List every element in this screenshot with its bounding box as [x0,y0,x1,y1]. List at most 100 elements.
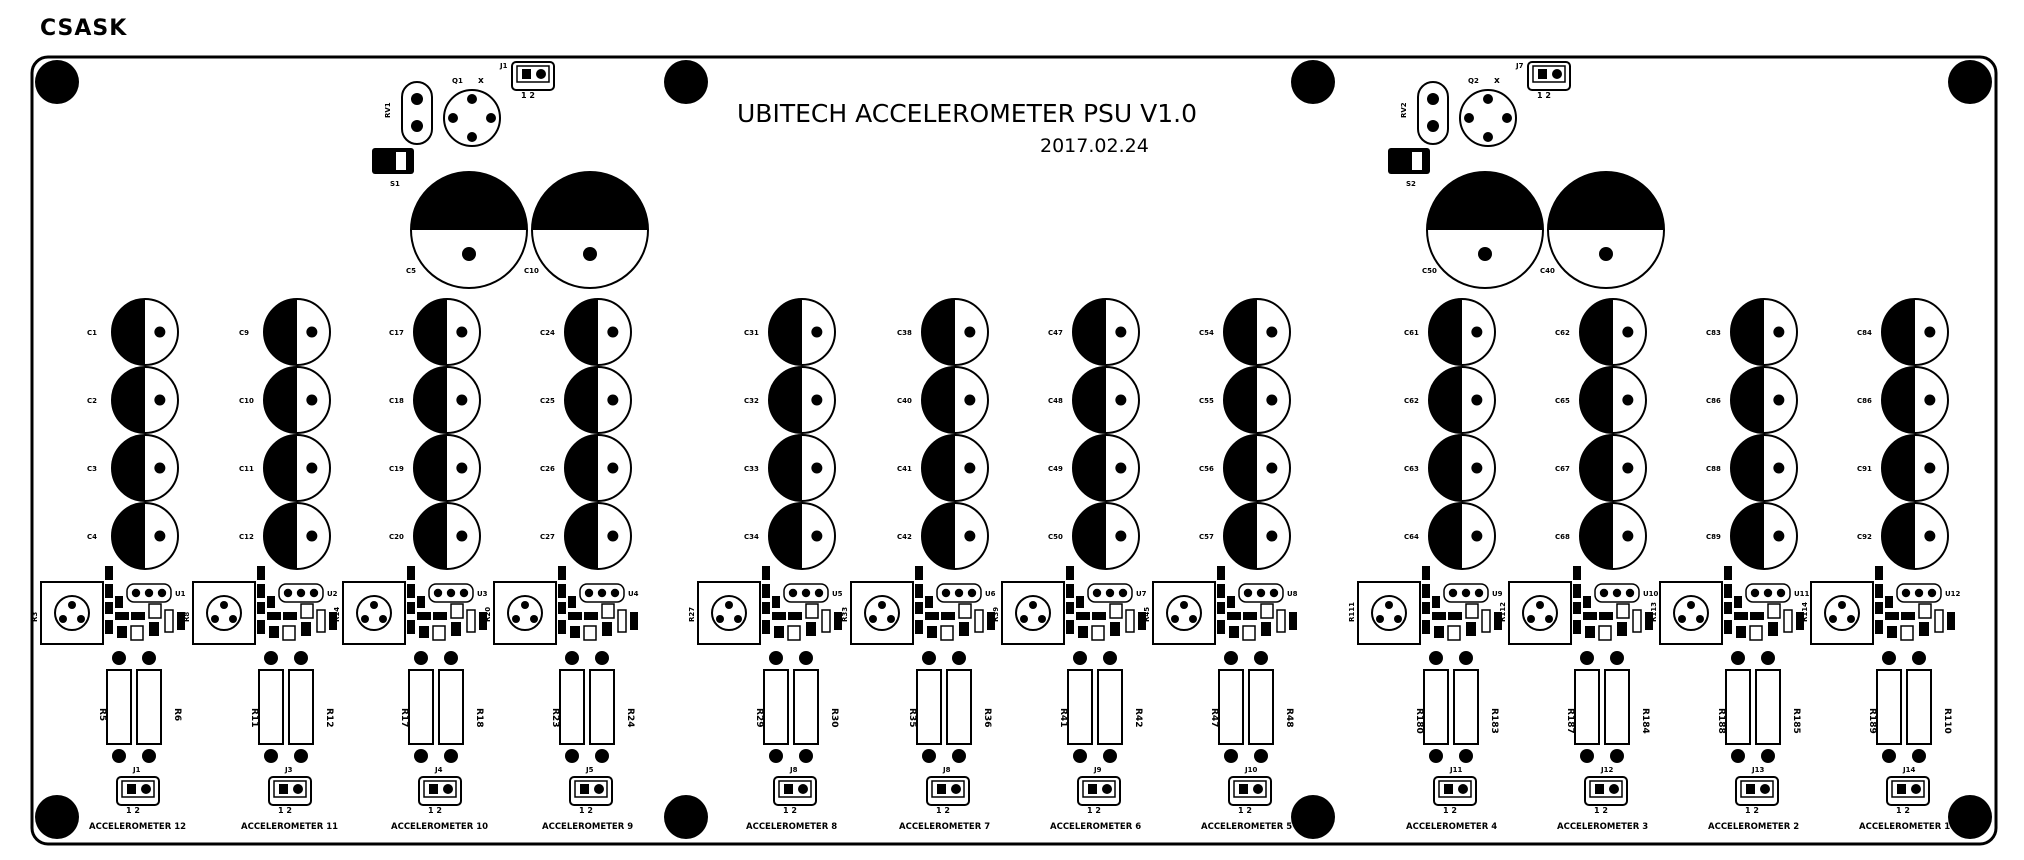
resistor-pad [1459,651,1473,665]
connector-pin [1239,784,1248,794]
regulator-pad [446,588,456,598]
smd-part [762,620,770,634]
capacitor-label: C17 [389,329,404,337]
capacitor-polarity-mark [112,367,145,433]
filter-capacitor [413,298,481,366]
resistor-pad [1882,749,1896,763]
smd-part [602,622,612,636]
capacitor-pad [1924,462,1936,474]
channel-label: ACCELEROMETER 4 [1406,822,1497,832]
filter-capacitor [1223,366,1291,434]
smd-part [583,625,597,641]
capacitor-label: C89 [1706,533,1721,541]
smd-part [1887,626,1897,638]
smd-part [407,620,415,634]
smd-part [407,566,415,580]
capacitor-polarity-mark [1580,299,1613,365]
smd-part [1616,603,1630,619]
connector-header: 1 2 [569,776,613,815]
capacitor-pad [607,530,619,542]
capacitor-pad [1115,530,1127,542]
bulk-capacitor-polarity-mark [1427,172,1543,230]
potentiometer-pad [887,615,895,623]
resistor-body [559,669,585,745]
capacitor-pad [811,326,823,338]
switch-body [1388,148,1430,174]
switch-label: S2 [1406,180,1416,188]
smd-part [617,609,627,633]
connector-label: J5 [585,766,594,774]
resistor-body [589,669,615,745]
smd-part [601,603,615,619]
connector-pin [937,784,946,794]
filter-capacitor [768,366,836,434]
regulator-pad [131,588,141,598]
capacitor-polarity-mark [414,299,447,365]
filter-capacitor [1072,502,1140,570]
filter-capacitor [1072,434,1140,502]
connector-pin-label: 1 2 [1745,806,1759,815]
resistor-body [1248,669,1274,745]
smd-part [105,602,113,614]
resistor-label: R183 [1489,708,1499,734]
smd-part [1583,596,1591,608]
filter-capacitor [1579,502,1647,570]
smd-part [1632,609,1642,633]
capacitor-label: C2 [87,397,97,405]
capacitor-label: C19 [389,465,404,473]
capacitor-pad [811,462,823,474]
smd-part [1242,625,1256,641]
connector-pin [594,784,604,794]
resistor-pad [952,749,966,763]
capacitor-polarity-mark [1882,299,1915,365]
bulk-capacitor-label: C40 [1540,267,1555,275]
resistor-label: R188 [1716,708,1726,734]
resistor-pad [952,651,966,665]
smd-part [1724,620,1732,634]
capacitor-label: C3 [87,465,97,473]
regulator-pad [157,588,167,598]
board-date: 2017.02.24 [1040,135,1149,157]
smd-part [316,609,326,633]
potentiometer-pad [370,601,378,609]
capacitor-polarity-mark [1224,435,1257,501]
resistor-label: R5 [97,708,107,721]
capacitor-pad [964,394,976,406]
smd-part [117,626,127,638]
resistor-body [916,669,942,745]
smd-part [1947,612,1955,630]
switch-body [372,148,414,174]
smd-part [941,612,955,620]
smd-part [105,566,113,580]
capacitor-label: C11 [239,465,254,473]
capacitor-pad [607,462,619,474]
connector-pin [1552,69,1562,79]
connector-pin [293,784,303,794]
capacitor-polarity-mark [264,367,297,433]
smd-part [1573,602,1581,614]
resistor-pad [769,651,783,665]
filter-capacitor [111,434,179,502]
resistor-pad [1580,749,1594,763]
mounting-hole [664,795,708,839]
channel-label: ACCELEROMETER 10 [391,822,488,832]
capacitor-pad [1266,394,1278,406]
resistor-body [793,669,819,745]
capacitor-polarity-mark [565,367,598,433]
regulator-pad [1474,588,1484,598]
connector-label: J4 [434,766,443,774]
regulator-pad [1118,588,1128,598]
mounting-hole [1291,60,1335,104]
smd-part [1875,566,1883,580]
capacitor-pad [306,462,318,474]
potentiometer-pad [869,615,877,623]
channel-label: ACCELEROMETER 1 [1859,822,1950,832]
smd-part [300,603,314,619]
resistor-label: R18 [474,708,484,727]
connector-label: J1 [132,766,141,774]
transistor-outline [443,89,501,147]
